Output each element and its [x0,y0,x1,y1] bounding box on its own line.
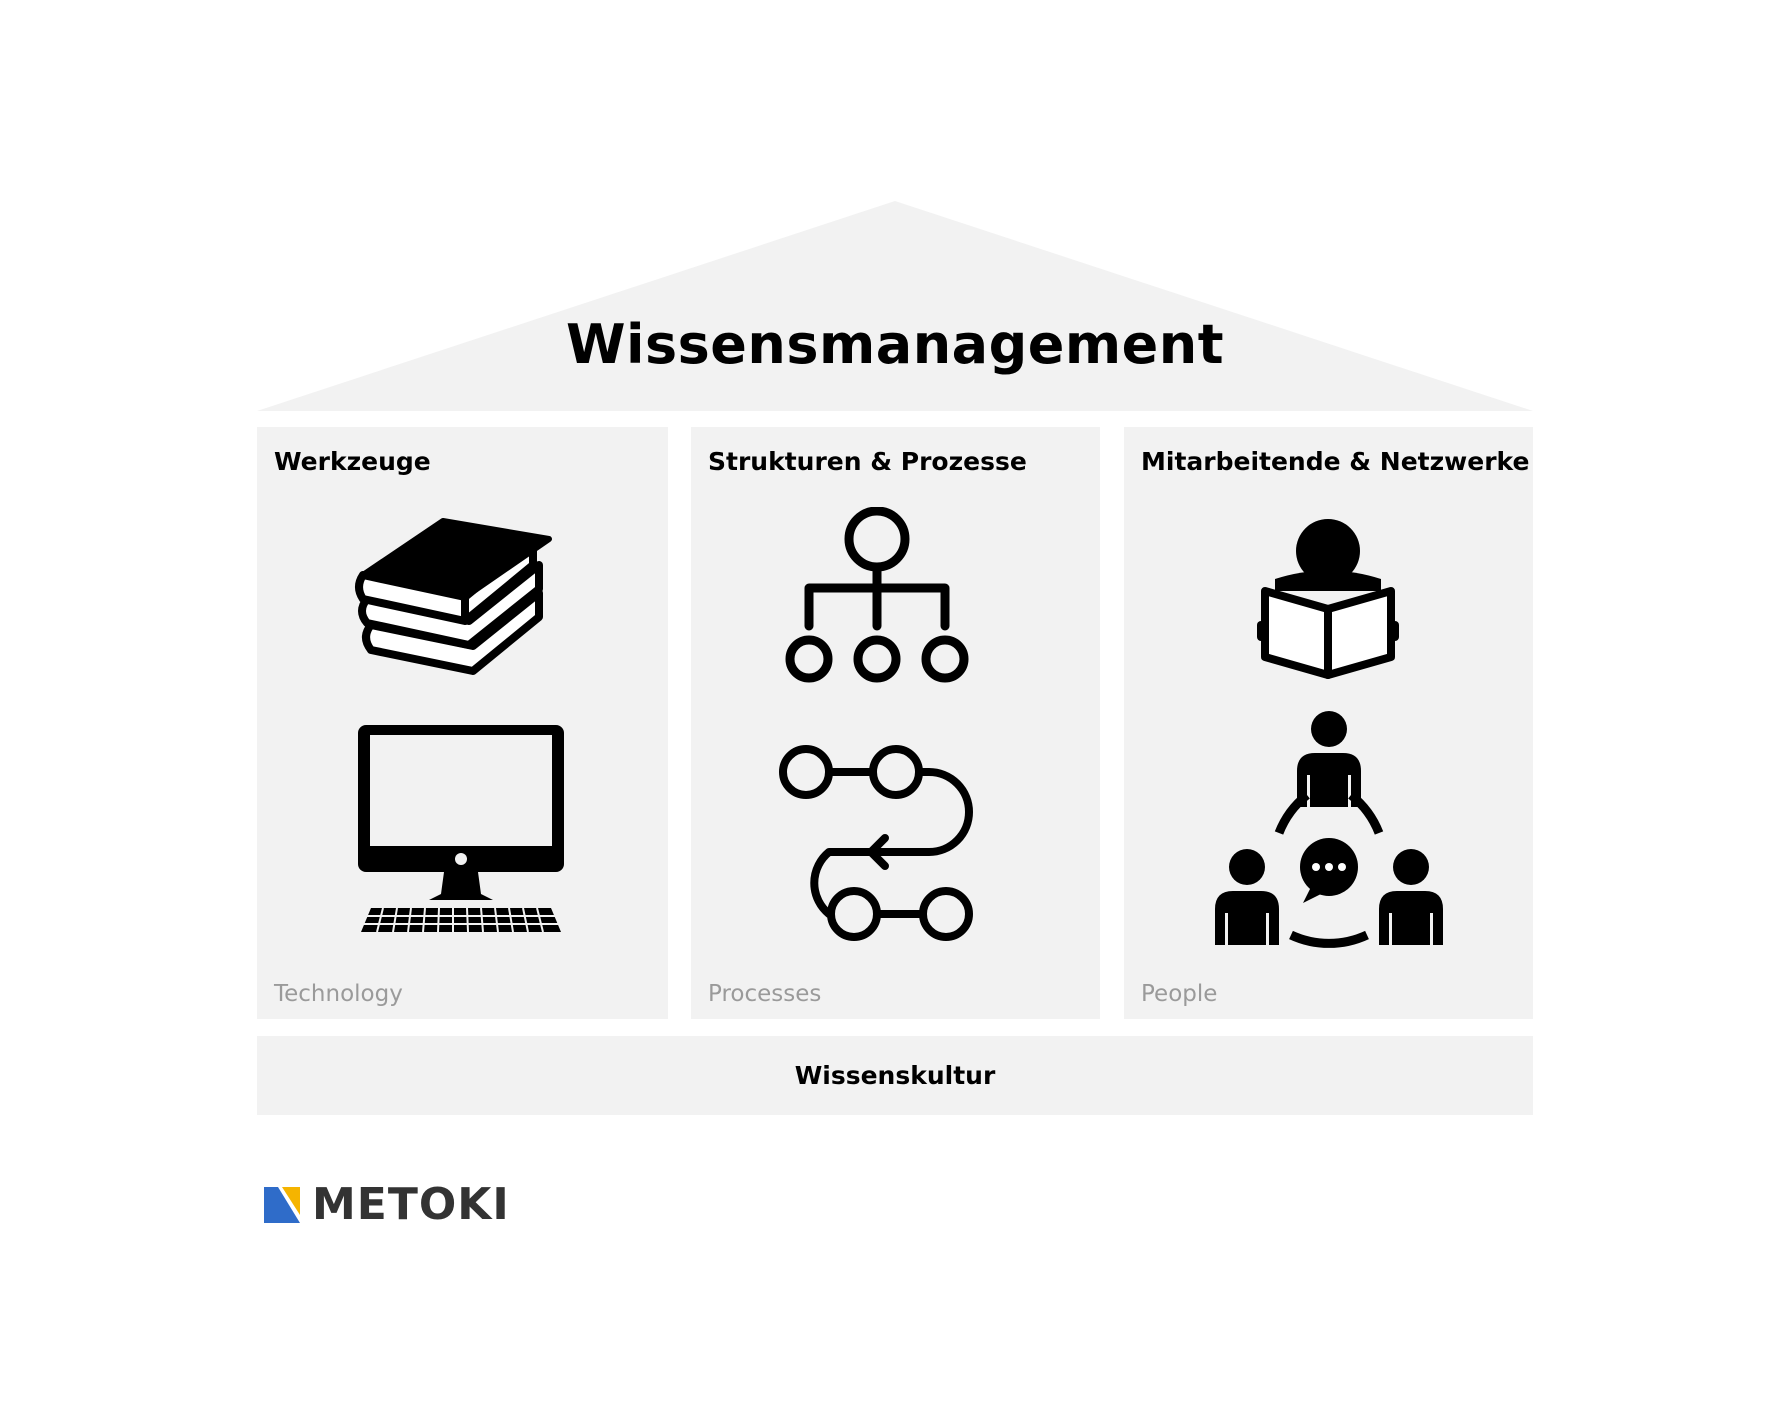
process-flow-icon [779,745,973,941]
metoki-logo-text: METOKI [312,1179,510,1230]
foundation-label: Wissenskultur [794,1061,996,1090]
reading-person-icon [1257,519,1399,679]
pillar-subtitle: Technology [274,981,403,1008]
people-network-icon [1215,711,1443,948]
computer-icon [358,725,564,933]
pillar-heading: Werkzeuge [274,447,431,476]
pillar-strukturen-prozesse: Strukturen & Prozesse Processes [691,427,1100,1019]
org-chart-icon [785,507,969,683]
diagram-title: Wissensmanagement [565,313,1225,376]
pillar-werkzeuge: Werkzeuge [257,427,668,1019]
metoki-logo: METOKI [264,1182,510,1228]
pillar-heading: Strukturen & Prozesse [708,447,1027,476]
pillar-mitarbeitende-netzwerke: Mitarbeitende & Netzwerke [1124,427,1533,1019]
pillar-subtitle: Processes [708,981,822,1008]
pillar-subtitle: People [1141,981,1218,1008]
metoki-logo-mark [264,1187,300,1223]
foundation-bar: Wissenskultur [257,1036,1533,1115]
books-icon [355,518,552,675]
pillar-heading: Mitarbeitende & Netzwerke [1141,447,1530,476]
